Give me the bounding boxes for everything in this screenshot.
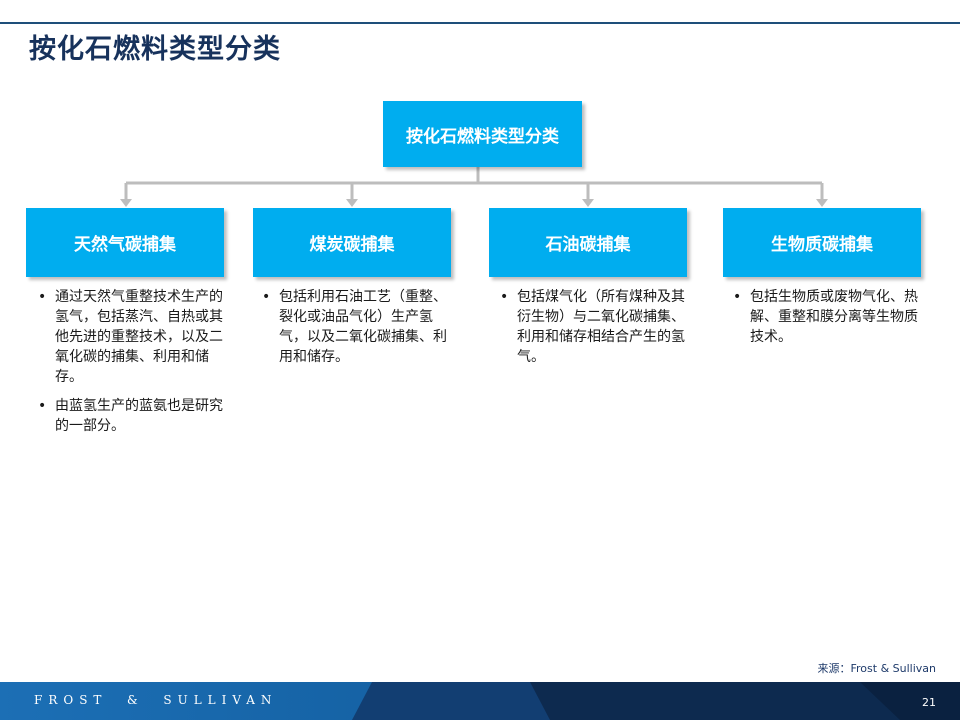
category-oil: 石油碳捕集	[489, 208, 687, 277]
brand-wordmark: FROST & SULLIVAN	[34, 693, 278, 707]
category-natural-gas: 天然气碳捕集	[26, 208, 224, 277]
root-node: 按化石燃料类型分类	[383, 101, 582, 167]
bullet-item: 包括煤气化（所有煤种及其衍生物）与二氧化碳捕集、利用和储存相结合产生的氢气。	[497, 287, 687, 367]
bullet-list-coal: 包括利用石油工艺（重整、裂化或油品气化）生产氢气，以及二氧化碳捕集、利用和储存。	[259, 287, 454, 376]
footer-bar	[0, 682, 960, 720]
page-title: 按化石燃料类型分类	[29, 34, 281, 65]
bullet-item: 包括生物质或废物气化、热解、重整和膜分离等生物质技术。	[730, 287, 930, 347]
bullet-list-biomass: 包括生物质或废物气化、热解、重整和膜分离等生物质技术。	[730, 287, 930, 356]
top-rule	[0, 22, 960, 24]
category-coal: 煤炭碳捕集	[253, 208, 451, 277]
bullet-item: 包括利用石油工艺（重整、裂化或油品气化）生产氢气，以及二氧化碳捕集、利用和储存。	[259, 287, 454, 367]
page-number: 21	[922, 696, 936, 709]
footer-background	[0, 682, 960, 720]
category-biomass: 生物质碳捕集	[723, 208, 921, 277]
bullet-item: 通过天然气重整技术生产的氢气，包括蒸汽、自热或其他先进的重整技术，以及二氧化碳的…	[35, 287, 230, 387]
source-note: 来源：Frost & Sullivan	[817, 662, 937, 675]
bullet-item: 由蓝氢生产的蓝氨也是研究的一部分。	[35, 396, 230, 436]
bullet-list-oil: 包括煤气化（所有煤种及其衍生物）与二氧化碳捕集、利用和储存相结合产生的氢气。	[497, 287, 687, 376]
bullet-list-natural-gas: 通过天然气重整技术生产的氢气，包括蒸汽、自热或其他先进的重整技术，以及二氧化碳的…	[35, 287, 230, 445]
